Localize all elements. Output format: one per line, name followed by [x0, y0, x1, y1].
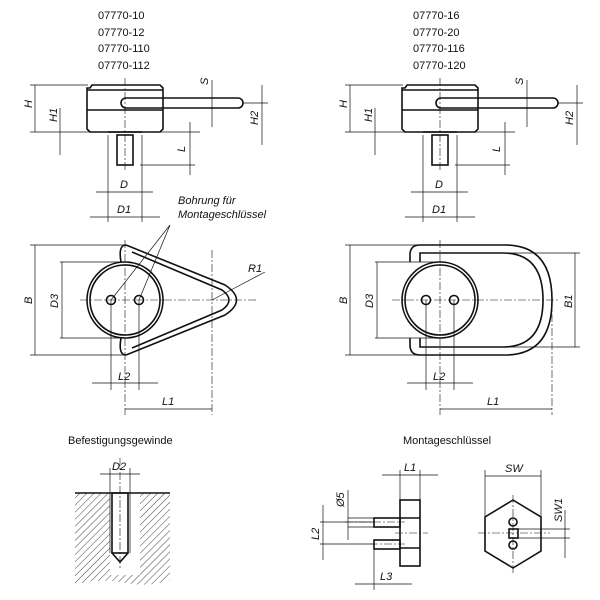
dim-L1: L1 — [487, 396, 499, 408]
dim-SW1: SW1 — [553, 498, 565, 522]
dim-L3: L3 — [380, 571, 393, 583]
dim-D1: D1 — [117, 204, 131, 216]
dim-S: S — [514, 77, 526, 85]
dim-R1: R1 — [248, 263, 262, 275]
part-number: 07770-20 — [413, 27, 460, 39]
dim-D3: D3 — [364, 293, 376, 308]
bore-note: Bohrung für — [178, 195, 237, 207]
dim-H2: H2 — [564, 111, 576, 125]
part-number: 07770-12 — [98, 27, 145, 39]
dim-L2: L2 — [310, 528, 322, 540]
dim-L1: L1 — [162, 396, 174, 408]
part-number: 07770-120 — [413, 60, 466, 72]
dim-H: H — [23, 100, 35, 108]
dim-H1: H1 — [363, 108, 375, 122]
left-top-view: R1 B D3 L2 L1 — [23, 224, 266, 415]
part-number: 07770-112 — [98, 60, 150, 72]
dim-D3: D3 — [49, 293, 61, 308]
bore-note: Montageschlüssel — [178, 209, 267, 221]
dim-D5: Ø5 — [335, 491, 347, 508]
left-side-view: 07770-10 07770-12 07770-110 07770-112 H … — [23, 10, 268, 222]
dim-B: B — [23, 297, 35, 304]
dim-L1: L1 — [404, 462, 416, 474]
dim-S: S — [199, 77, 211, 85]
part-number: 07770-110 — [98, 43, 150, 55]
dim-SW: SW — [505, 463, 524, 475]
section-title-thread: Befestigungsgewinde — [68, 435, 173, 447]
part-number: 07770-116 — [413, 43, 465, 55]
dim-L: L — [176, 146, 188, 152]
right-top-view: B D3 B1 L2 L1 — [338, 240, 580, 415]
part-number: 07770-16 — [413, 10, 460, 22]
dim-L2: L2 — [433, 371, 445, 383]
right-side-view: 07770-16 07770-20 07770-116 07770-120 H … — [338, 10, 583, 222]
key-section: Montageschlüssel L1 Ø5 L2 L3 SW SW1 — [310, 435, 570, 590]
dim-H1: H1 — [48, 108, 60, 122]
part-number: 07770-10 — [98, 10, 145, 22]
dim-B: B — [338, 297, 350, 304]
thread-section: Befestigungsgewinde D2 — [68, 435, 173, 585]
dim-D2: D2 — [112, 461, 126, 473]
dim-D: D — [435, 179, 443, 191]
section-title-key: Montageschlüssel — [403, 435, 491, 447]
dim-D: D — [120, 179, 128, 191]
dim-L: L — [491, 146, 503, 152]
dim-D1: D1 — [432, 204, 446, 216]
dim-B1: B1 — [563, 295, 575, 308]
dim-H2: H2 — [249, 111, 261, 125]
dim-L2: L2 — [118, 371, 130, 383]
dim-H: H — [338, 100, 350, 108]
